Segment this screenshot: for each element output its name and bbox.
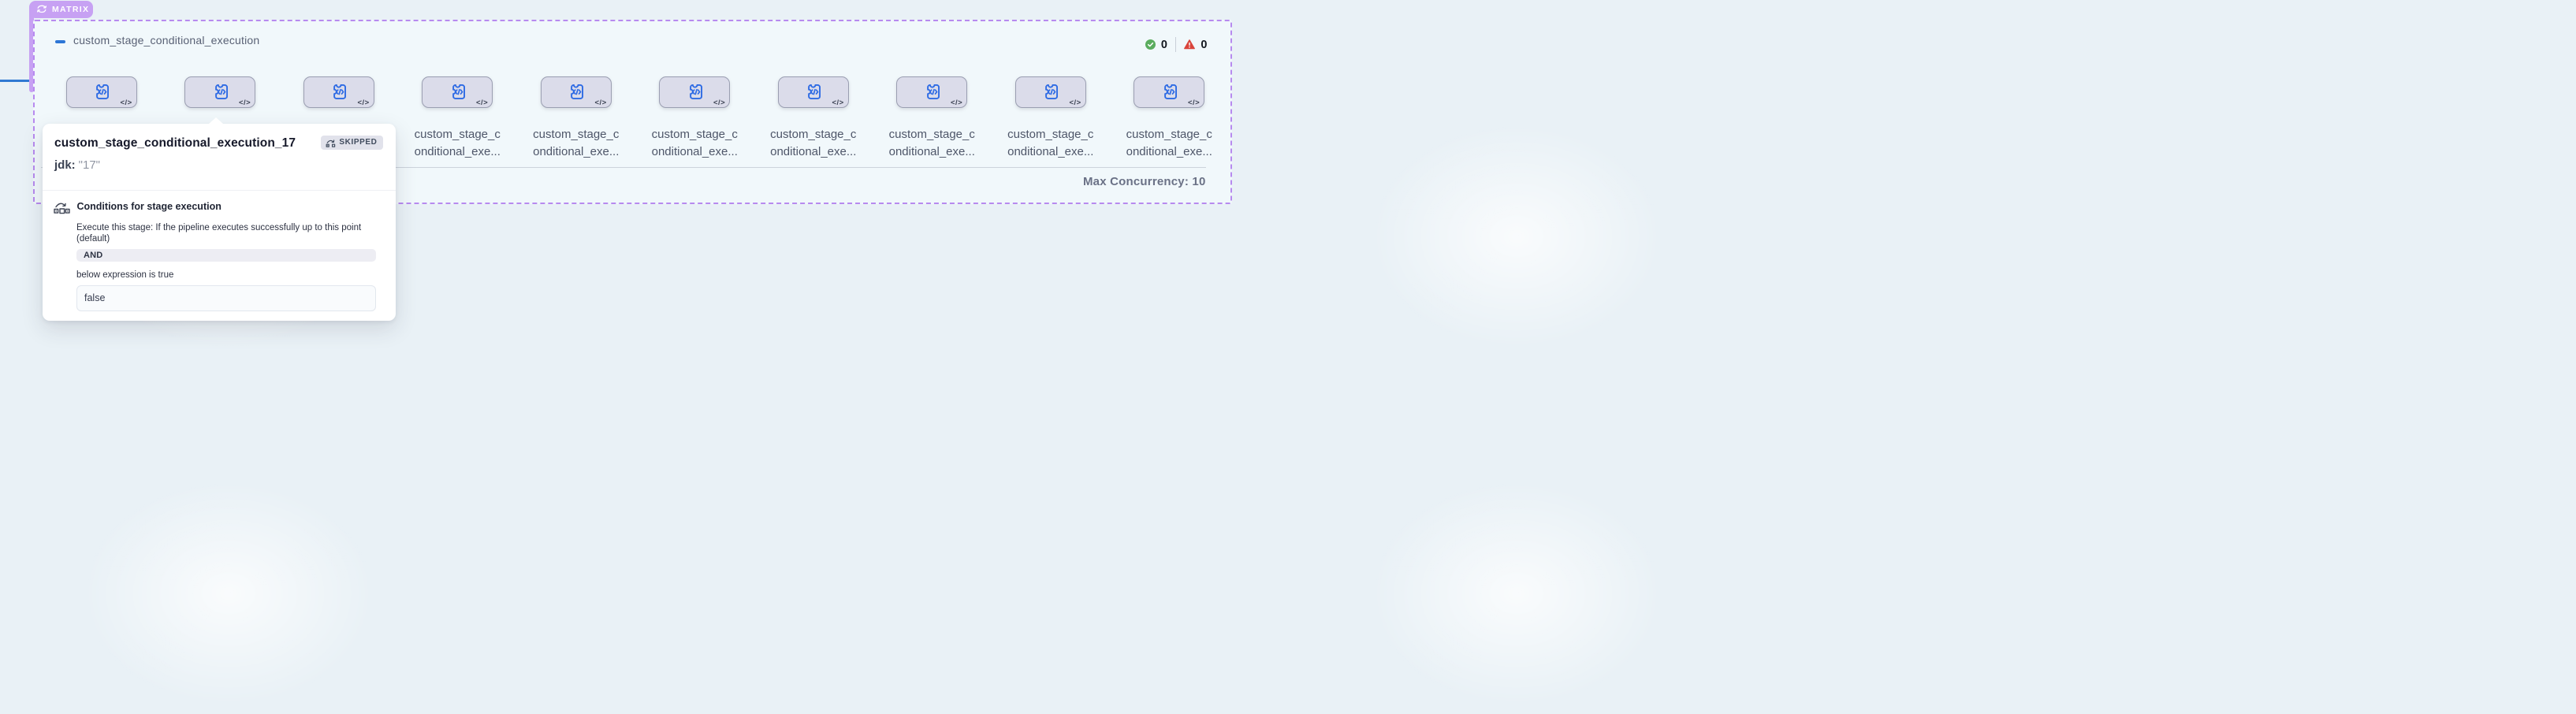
stage-label: custom_stage_c onditional_exe...: [888, 128, 975, 158]
stage-card[interactable]: </>: [1014, 76, 1086, 108]
stage-label: custom_stage_c onditional_exe...: [1007, 128, 1094, 158]
loop-icon: [36, 5, 47, 13]
stage-card[interactable]: </>: [659, 76, 731, 108]
stage-label: custom_stage_c onditional_exe...: [770, 128, 857, 158]
group-title: custom_stage_conditional_execution: [73, 34, 260, 46]
success-count: 0: [1160, 38, 1167, 51]
code-icon: </>: [1188, 98, 1201, 107]
code-icon: </>: [594, 98, 607, 107]
stage-column: </> custom_stage_c onditional_exe...: [992, 76, 1111, 160]
status-counts: 0 0: [1145, 37, 1208, 52]
failure-count: 0: [1201, 38, 1208, 51]
conditions-heading: Conditions for stage execution: [76, 201, 221, 212]
code-icon: </>: [239, 98, 251, 107]
attribute-key: jdk:: [54, 158, 76, 172]
code-icon: </>: [120, 98, 132, 107]
stage-name: custom_stage_conditional_execution_17: [54, 136, 296, 150]
check-circle-icon: [1145, 39, 1156, 50]
custom-stage-icon: [689, 84, 702, 100]
operator-chip: AND: [76, 248, 376, 262]
expression-value-box: false: [76, 285, 376, 311]
custom-stage-icon: [452, 84, 465, 100]
stage-column: </> custom_stage_c onditional_exe...: [517, 76, 636, 160]
stage-card[interactable]: </>: [777, 76, 849, 108]
conditional-execution-icon: [53, 203, 70, 214]
custom-stage-icon: [1163, 84, 1177, 100]
matrix-badge-tail: [29, 9, 34, 92]
stage-column: </> custom_stage_c onditional_exe...: [635, 76, 754, 160]
stage-card[interactable]: </>: [1134, 76, 1205, 108]
custom-stage-icon: [214, 84, 228, 100]
skip-icon: [326, 139, 336, 147]
stage-column: </> custom_stage_c onditional_exe...: [873, 76, 992, 160]
code-icon: </>: [951, 98, 963, 107]
expression-note: below expression is true: [76, 270, 174, 280]
stage-column: </> custom_stage_c onditional_exe...: [398, 76, 517, 160]
pipeline-connector-line: [0, 80, 31, 82]
stage-label: custom_stage_c onditional_exe...: [533, 128, 620, 158]
popover-divider: [42, 189, 396, 191]
count-divider: [1174, 37, 1177, 52]
stage-card[interactable]: </>: [65, 76, 137, 108]
conditions-section: Conditions for stage execution Execute t…: [43, 191, 396, 311]
stage-label: custom_stage_c onditional_exe...: [1126, 128, 1212, 158]
expression-value: false: [84, 292, 106, 303]
custom-stage-icon: [1045, 84, 1059, 100]
status-badge-skipped: SKIPPED: [321, 135, 383, 150]
status-badge-label: SKIPPED: [339, 138, 378, 147]
code-icon: </>: [476, 98, 489, 107]
stage-tooltip-popover: custom_stage_conditional_execution_17 SK…: [42, 117, 396, 321]
stage-column: </> custom_stage_c onditional_exe...: [1110, 76, 1229, 160]
max-concurrency-label: Max Concurrency: 10: [1082, 175, 1206, 188]
stage-card[interactable]: </>: [422, 76, 493, 108]
stage-label: custom_stage_c onditional_exe...: [414, 128, 501, 158]
code-icon: </>: [713, 98, 726, 107]
code-icon: </>: [832, 98, 844, 107]
code-icon: </>: [1069, 98, 1081, 107]
code-icon: </>: [357, 98, 370, 107]
matrix-badge-label: MATRIX: [52, 4, 90, 14]
stage-card[interactable]: </>: [540, 76, 612, 108]
custom-stage-icon: [571, 84, 584, 100]
stage-card[interactable]: </>: [303, 76, 374, 108]
matrix-attribute: jdk:"17": [43, 158, 396, 172]
stage-label: custom_stage_c onditional_exe...: [651, 128, 738, 158]
stage-card[interactable]: </>: [184, 76, 256, 108]
custom-stage-icon: [808, 84, 821, 100]
collapse-minus-icon[interactable]: [54, 40, 65, 43]
custom-stage-icon: [926, 84, 940, 100]
matrix-badge[interactable]: MATRIX: [29, 1, 93, 18]
custom-stage-icon: [96, 84, 110, 100]
conditions-default-text: Execute this stage: If the pipeline exec…: [76, 222, 362, 244]
stage-column: </> custom_stage_c onditional_exe...: [754, 76, 873, 160]
custom-stage-icon: [333, 84, 347, 100]
group-divider: [40, 167, 1206, 168]
alert-triangle-icon: [1184, 39, 1196, 50]
attribute-value: "17": [78, 158, 101, 172]
stage-card[interactable]: </>: [896, 76, 968, 108]
popover-arrow: [208, 117, 223, 124]
